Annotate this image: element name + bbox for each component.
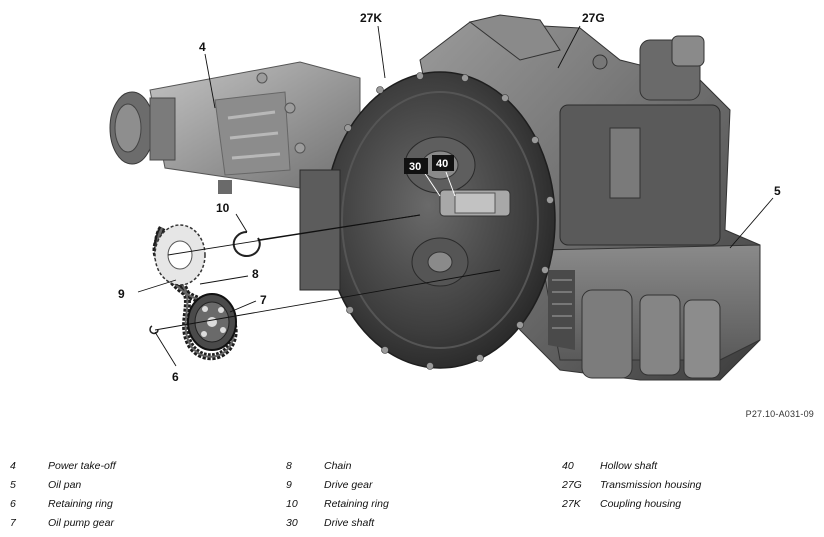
legend-item: 27G Transmission housing bbox=[562, 479, 701, 491]
legend-text: Oil pan bbox=[48, 479, 82, 491]
legend-text: Drive shaft bbox=[324, 517, 375, 529]
legend-text: Coupling housing bbox=[600, 498, 682, 510]
legend-item: 10 Retaining ring bbox=[286, 498, 389, 510]
legend-item: 9 Drive gear bbox=[286, 479, 372, 491]
legend-number: 27G bbox=[562, 479, 582, 491]
callout-8: 8 bbox=[252, 267, 259, 281]
callout-30-box bbox=[404, 158, 428, 174]
figure-code: P27.10-A031-09 bbox=[745, 409, 814, 419]
legend-item: 40 Hollow shaft bbox=[562, 460, 657, 472]
legend-text: Retaining ring bbox=[324, 498, 389, 510]
callout-9: 9 bbox=[118, 287, 125, 301]
legend-text: Chain bbox=[324, 460, 352, 472]
legend-item: 27K Coupling housing bbox=[562, 498, 681, 510]
legend-number: 4 bbox=[10, 460, 16, 472]
retaining-ring-10 bbox=[232, 230, 261, 257]
callout-10: 10 bbox=[216, 201, 230, 215]
legend-text: Retaining ring bbox=[48, 498, 113, 510]
legend-number: 40 bbox=[562, 460, 574, 472]
callout-27g: 27G bbox=[582, 11, 605, 25]
retaining-ring-6 bbox=[149, 325, 159, 335]
callout-7: 7 bbox=[260, 293, 267, 307]
legend-item: 8 Chain bbox=[286, 460, 351, 472]
transmission-illustration: 4 27K 27G 5 10 8 9 7 6 30 40 bbox=[109, 11, 781, 384]
legend-text: Hollow shaft bbox=[600, 460, 658, 472]
legend-text: Drive gear bbox=[324, 479, 373, 491]
callout-30: 30 bbox=[409, 161, 421, 173]
legend-item: 6 Retaining ring bbox=[10, 498, 113, 510]
callout-27k: 27K bbox=[360, 11, 382, 25]
legend-text: Oil pump gear bbox=[48, 517, 114, 529]
coupling-housing bbox=[299, 71, 556, 370]
legend-number: 10 bbox=[286, 498, 298, 510]
callout-5: 5 bbox=[774, 184, 781, 198]
callout-6: 6 bbox=[172, 370, 179, 384]
legend-item: 30 Drive shaft bbox=[286, 517, 374, 529]
legend-number: 30 bbox=[286, 517, 298, 529]
leader-lines bbox=[137, 25, 774, 367]
oil-pump-gear bbox=[187, 293, 237, 351]
legend-number: 7 bbox=[10, 517, 16, 529]
legend-number: 9 bbox=[286, 479, 292, 491]
legend-item: 7 Oil pump gear bbox=[10, 517, 114, 529]
legend-text: Power take-off bbox=[48, 460, 116, 472]
callout-40: 40 bbox=[436, 158, 448, 170]
transmission-exploded-view: 4 27K 27G 5 10 8 9 7 6 30 40 bbox=[109, 11, 781, 384]
legend-number: 6 bbox=[10, 498, 16, 510]
legend-text: Transmission housing bbox=[600, 479, 702, 491]
legend-number: 5 bbox=[10, 479, 16, 491]
legend-number: 27K bbox=[562, 498, 581, 510]
legend-number: 8 bbox=[286, 460, 292, 472]
oil-pan bbox=[539, 244, 761, 379]
power-take-off bbox=[109, 61, 361, 194]
legend-item: 5 Oil pan bbox=[10, 479, 81, 491]
callout-4: 4 bbox=[199, 40, 206, 54]
callout-40-box bbox=[432, 155, 454, 171]
drive-gear bbox=[154, 224, 206, 286]
legend: 4 Power take-off 5 Oil pan 6 Retaining r… bbox=[0, 455, 824, 537]
legend-item: 4 Power take-off bbox=[10, 460, 116, 472]
